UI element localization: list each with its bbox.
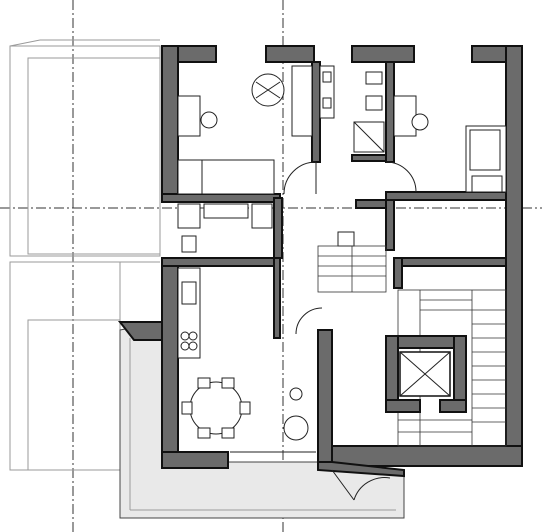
bed-icon bbox=[251, 73, 285, 107]
bathroom bbox=[319, 65, 385, 153]
inner-stair bbox=[317, 231, 387, 293]
neighbour-outline bbox=[9, 39, 161, 471]
dining-table-icon bbox=[181, 377, 251, 439]
elevator-icon bbox=[399, 351, 451, 397]
service-bath bbox=[177, 203, 273, 253]
toilet-icon bbox=[181, 235, 197, 253]
bed-icon bbox=[469, 129, 501, 171]
entrance-door bbox=[331, 469, 391, 501]
toilet-icon bbox=[365, 71, 383, 111]
kitchen-dining bbox=[177, 267, 323, 453]
bedroom-east bbox=[385, 95, 507, 193]
exterior-walls bbox=[117, 45, 523, 478]
bedroom-west bbox=[177, 65, 317, 195]
stair-core bbox=[385, 289, 507, 447]
